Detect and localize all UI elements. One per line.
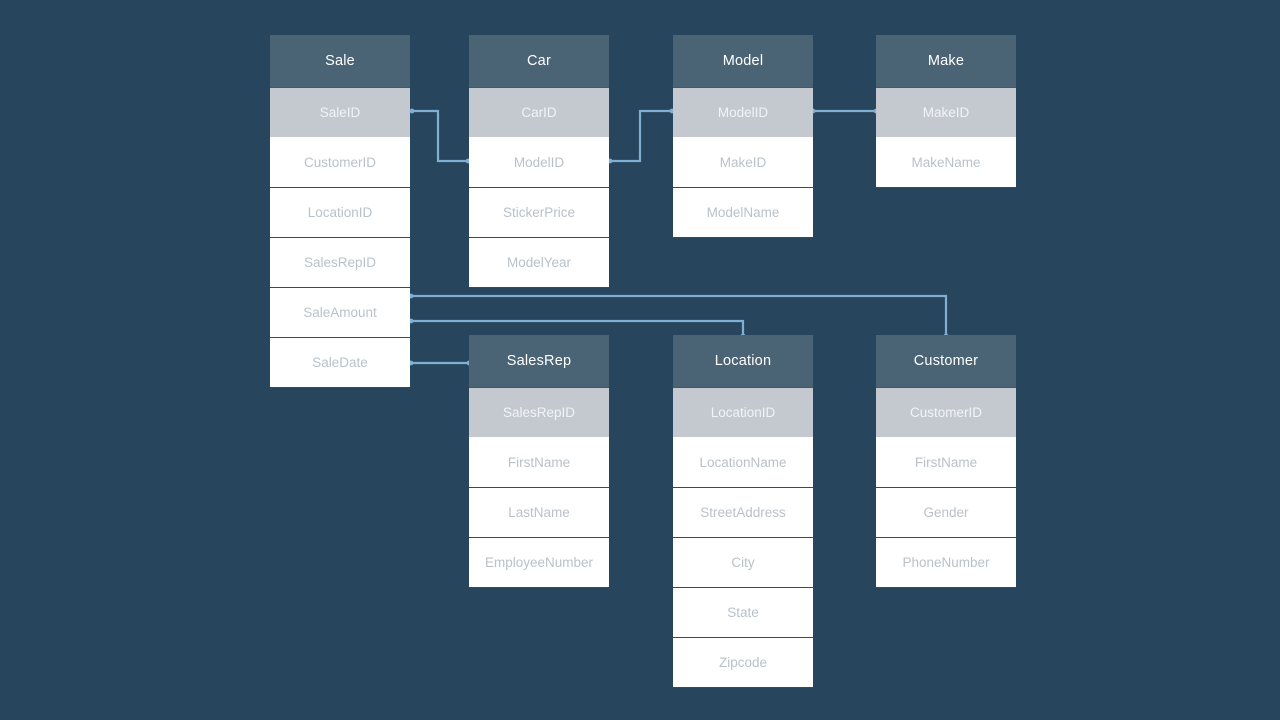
field-location-city[interactable]: City — [673, 537, 813, 587]
field-model-modelid[interactable]: ModelID — [673, 87, 813, 137]
field-salesrep-firstname[interactable]: FirstName — [469, 437, 609, 487]
field-salesrep-salesrepid[interactable]: SalesRepID — [469, 387, 609, 437]
field-salesrep-lastname[interactable]: LastName — [469, 487, 609, 537]
field-car-stickerprice[interactable]: StickerPrice — [469, 187, 609, 237]
connector-car-to-sale — [412, 109, 468, 163]
field-customer-phonenumber[interactable]: PhoneNumber — [876, 537, 1016, 587]
field-make-makename[interactable]: MakeName — [876, 137, 1016, 187]
entity-header-sale: Sale — [270, 35, 410, 87]
entity-header-model: Model — [673, 35, 813, 87]
field-location-state[interactable]: State — [673, 587, 813, 637]
field-car-modelyear[interactable]: ModelYear — [469, 237, 609, 287]
field-customer-customerid[interactable]: CustomerID — [876, 387, 1016, 437]
field-salesrep-employeenumber[interactable]: EmployeeNumber — [469, 537, 609, 587]
field-sale-salesrepid[interactable]: SalesRepID — [270, 237, 410, 287]
entity-header-make: Make — [876, 35, 1016, 87]
entity-header-car: Car — [469, 35, 609, 87]
entity-header-location: Location — [673, 335, 813, 387]
entity-header-customer: Customer — [876, 335, 1016, 387]
entity-header-salesrep: SalesRep — [469, 335, 609, 387]
connector-sale-to-customer — [411, 294, 948, 336]
field-sale-locationid[interactable]: LocationID — [270, 187, 410, 237]
connector-endpoint-car-to-sale-0 — [409, 108, 415, 114]
field-customer-gender[interactable]: Gender — [876, 487, 1016, 537]
field-sale-saleamount[interactable]: SaleAmount — [270, 287, 410, 337]
field-sale-customerid[interactable]: CustomerID — [270, 137, 410, 187]
field-car-carid[interactable]: CarID — [469, 87, 609, 137]
field-model-makeid[interactable]: MakeID — [673, 137, 813, 187]
field-model-modelname[interactable]: ModelName — [673, 187, 813, 237]
field-location-streetaddress[interactable]: StreetAddress — [673, 487, 813, 537]
field-location-locationname[interactable]: LocationName — [673, 437, 813, 487]
field-sale-saledate[interactable]: SaleDate — [270, 337, 410, 387]
field-customer-firstname[interactable]: FirstName — [876, 437, 1016, 487]
field-make-makeid[interactable]: MakeID — [876, 87, 1016, 137]
field-location-zipcode[interactable]: Zipcode — [673, 637, 813, 687]
connector-sale-to-location — [411, 319, 745, 336]
field-sale-saleid[interactable]: SaleID — [270, 87, 410, 137]
field-car-modelid[interactable]: ModelID — [469, 137, 609, 187]
field-location-locationid[interactable]: LocationID — [673, 387, 813, 437]
connector-car-to-model — [610, 109, 672, 163]
